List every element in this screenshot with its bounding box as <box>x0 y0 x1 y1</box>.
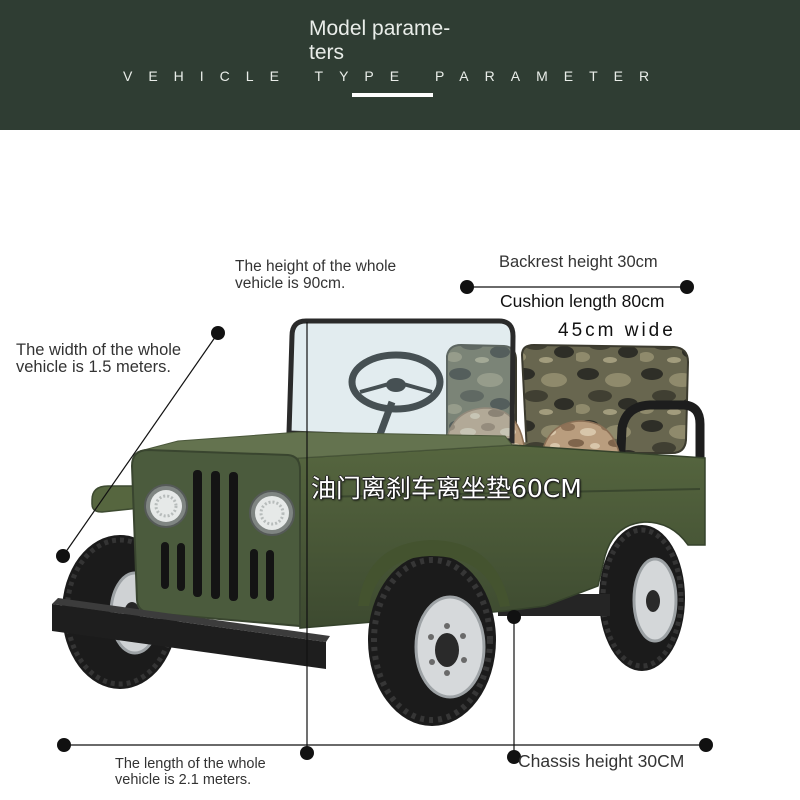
overall-length-label-line: The length of the whole <box>115 756 266 772</box>
chassis-height-bottom-dot <box>507 750 521 764</box>
rear-wheel <box>599 525 685 671</box>
steering-wheel <box>348 351 444 442</box>
headlight-left <box>144 484 188 528</box>
roll-bar <box>615 400 705 475</box>
vehicle-width-top-dot <box>211 326 225 340</box>
overall-width-label-line: The width of the whole <box>16 341 182 359</box>
seat-width-label: 45cm wide <box>558 320 676 341</box>
vehicle-length-end-dot <box>699 738 713 752</box>
overall-length-label-line: vehicle is 2.1 meters. <box>115 772 252 788</box>
vehicle-height-bottom-dot <box>300 746 314 760</box>
overall-height-label-line: vehicle is 90cm. <box>235 275 346 292</box>
vehicle-width-bottom-dot <box>56 549 70 563</box>
overall-height-label: The height of the whole vehicle is 90cm. <box>235 258 396 292</box>
section-title-line: Model parame- <box>309 17 451 40</box>
section-title: Model parame- ters <box>309 17 450 65</box>
overall-length-label: The length of the whole vehicle is 2.1 m… <box>115 756 266 788</box>
backrest-height-label: Backrest height 30cm <box>499 253 658 271</box>
cushion-length-label: Cushion length 80cm <box>500 291 665 311</box>
cushion-length-end-dot <box>680 280 694 294</box>
front-right-wheel <box>368 554 496 726</box>
chassis-height-top-dot <box>507 610 521 624</box>
section-subtitle: VEHICLE TYPE PARAMETER <box>123 68 666 84</box>
dimension-markers <box>56 280 713 764</box>
hood <box>139 431 513 459</box>
pedal-distance-label: 油门离刹车离坐垫60CM <box>311 474 582 503</box>
title-underline <box>352 93 433 97</box>
header-band: Model parame- ters VEHICLE TYPE PARAMETE… <box>0 0 800 130</box>
chassis-height-label: Chassis height 30CM <box>518 751 685 771</box>
vehicle-length-start-dot <box>57 738 71 752</box>
vehicle <box>52 318 706 726</box>
overall-height-label-line: The height of the whole <box>235 258 397 275</box>
body-crease <box>317 488 701 498</box>
cushion-length-start-dot <box>460 280 474 294</box>
section-title-line: ters <box>309 41 345 64</box>
overall-width-label: The width of the whole vehicle is 1.5 me… <box>16 342 181 376</box>
front-right-fender <box>358 540 510 607</box>
vehicle-width-line <box>62 332 219 557</box>
windshield <box>286 318 516 444</box>
overall-width-label-line: vehicle is 1.5 meters. <box>16 358 171 376</box>
grille-slots <box>161 470 274 601</box>
headlight-right <box>249 490 295 536</box>
front-bumper <box>52 598 330 669</box>
